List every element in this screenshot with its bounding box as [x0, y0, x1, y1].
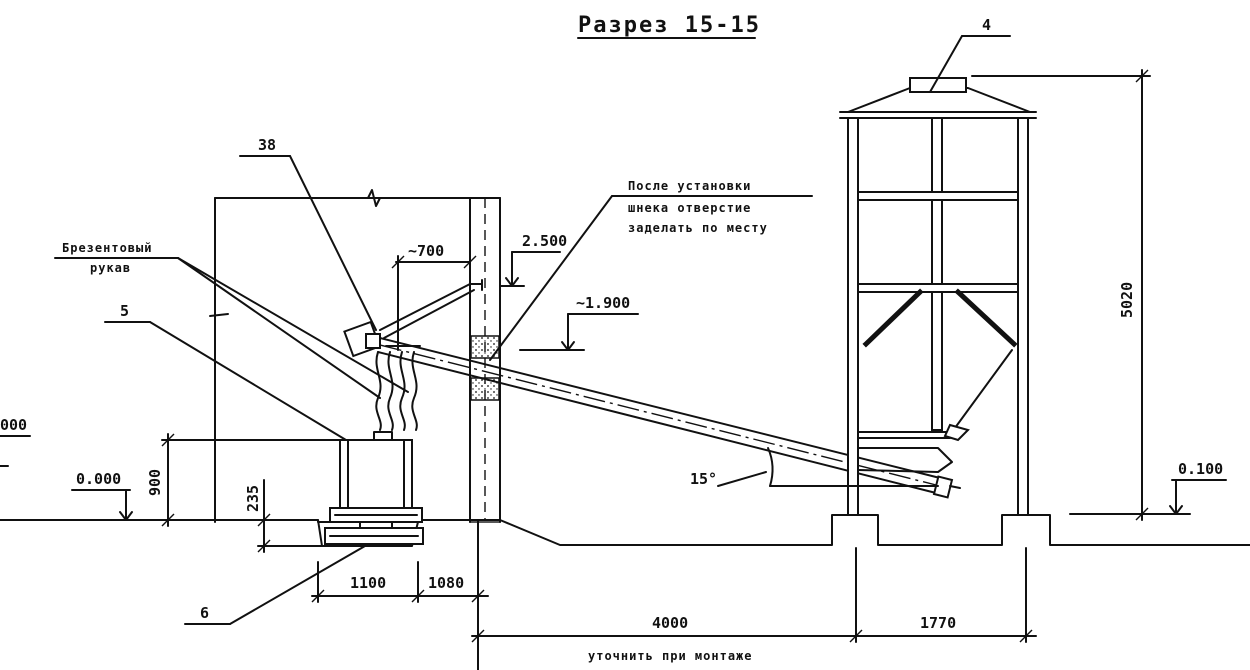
auger-drive-unit: [343, 279, 483, 358]
svg-text:шнека отверстие: шнека отверстие: [628, 201, 751, 215]
svg-text:4000: 4000: [652, 614, 688, 632]
svg-text:15°: 15°: [690, 470, 717, 488]
svg-text:0.100: 0.100: [1178, 460, 1223, 478]
angle-15: 15°: [690, 447, 939, 488]
level-mark-2500: 2.500: [499, 232, 567, 287]
svg-text:1080: 1080: [428, 574, 464, 592]
svg-text:заделать по месту: заделать по месту: [628, 221, 768, 235]
callout-5: 5: [104, 302, 347, 441]
svg-text:~700: ~700: [408, 242, 444, 260]
svg-text:4: 4: [982, 16, 991, 34]
svg-text:6: 6: [200, 604, 209, 622]
svg-text:~1.900: ~1.900: [576, 294, 630, 312]
svg-text:После установки: После установки: [628, 179, 751, 193]
silo: [839, 77, 1037, 516]
callout-opening-note: После установки шнека отверстие заделать…: [489, 179, 813, 361]
level-mark-1900: ~1.900: [519, 294, 639, 351]
dim-4000-1770: 4000 1770: [471, 547, 1037, 643]
svg-text:5020: 5020: [1118, 282, 1136, 318]
svg-text:1770: 1770: [920, 614, 956, 632]
level-mark-cut-left: 000: [0, 416, 31, 467]
receiving-hopper: [324, 431, 424, 545]
svg-text:2.500: 2.500: [522, 232, 567, 250]
level-mark-0000: 0.000: [71, 470, 141, 521]
svg-text:уточнить при монтаже: уточнить при монтаже: [588, 649, 753, 663]
svg-text:5: 5: [120, 302, 129, 320]
canvas-hoses: [375, 351, 418, 431]
level-mark-0100: 0.100: [1069, 460, 1227, 515]
callout-canvas-hose: Брезентовый рукав: [54, 241, 409, 399]
callout-38: 38: [239, 136, 377, 331]
dim-5020: 5020: [971, 69, 1151, 521]
svg-text:рукав: рукав: [90, 261, 131, 275]
dim-1100-1080: 1100 1080: [311, 519, 489, 670]
svg-text:235: 235: [244, 485, 262, 512]
inclined-auger: [377, 337, 961, 499]
callout-6: 6: [184, 545, 366, 625]
svg-text:000: 000: [0, 416, 27, 434]
dim-235: 235: [244, 479, 326, 553]
svg-text:38: 38: [258, 136, 276, 154]
callout-4: 4: [929, 16, 1011, 93]
building-wall: [209, 189, 501, 523]
svg-text:1100: 1100: [350, 574, 386, 592]
dim-900: 900: [146, 433, 341, 527]
svg-text:Брезентовый: Брезентовый: [62, 241, 152, 255]
footer-note: уточнить при монтаже: [588, 649, 753, 663]
svg-text:900: 900: [146, 469, 164, 496]
dim-700: ~700: [391, 242, 477, 351]
svg-text:0.000: 0.000: [76, 470, 121, 488]
section-title: Разрез 15-15: [578, 13, 761, 38]
ground-line: [0, 514, 1250, 547]
